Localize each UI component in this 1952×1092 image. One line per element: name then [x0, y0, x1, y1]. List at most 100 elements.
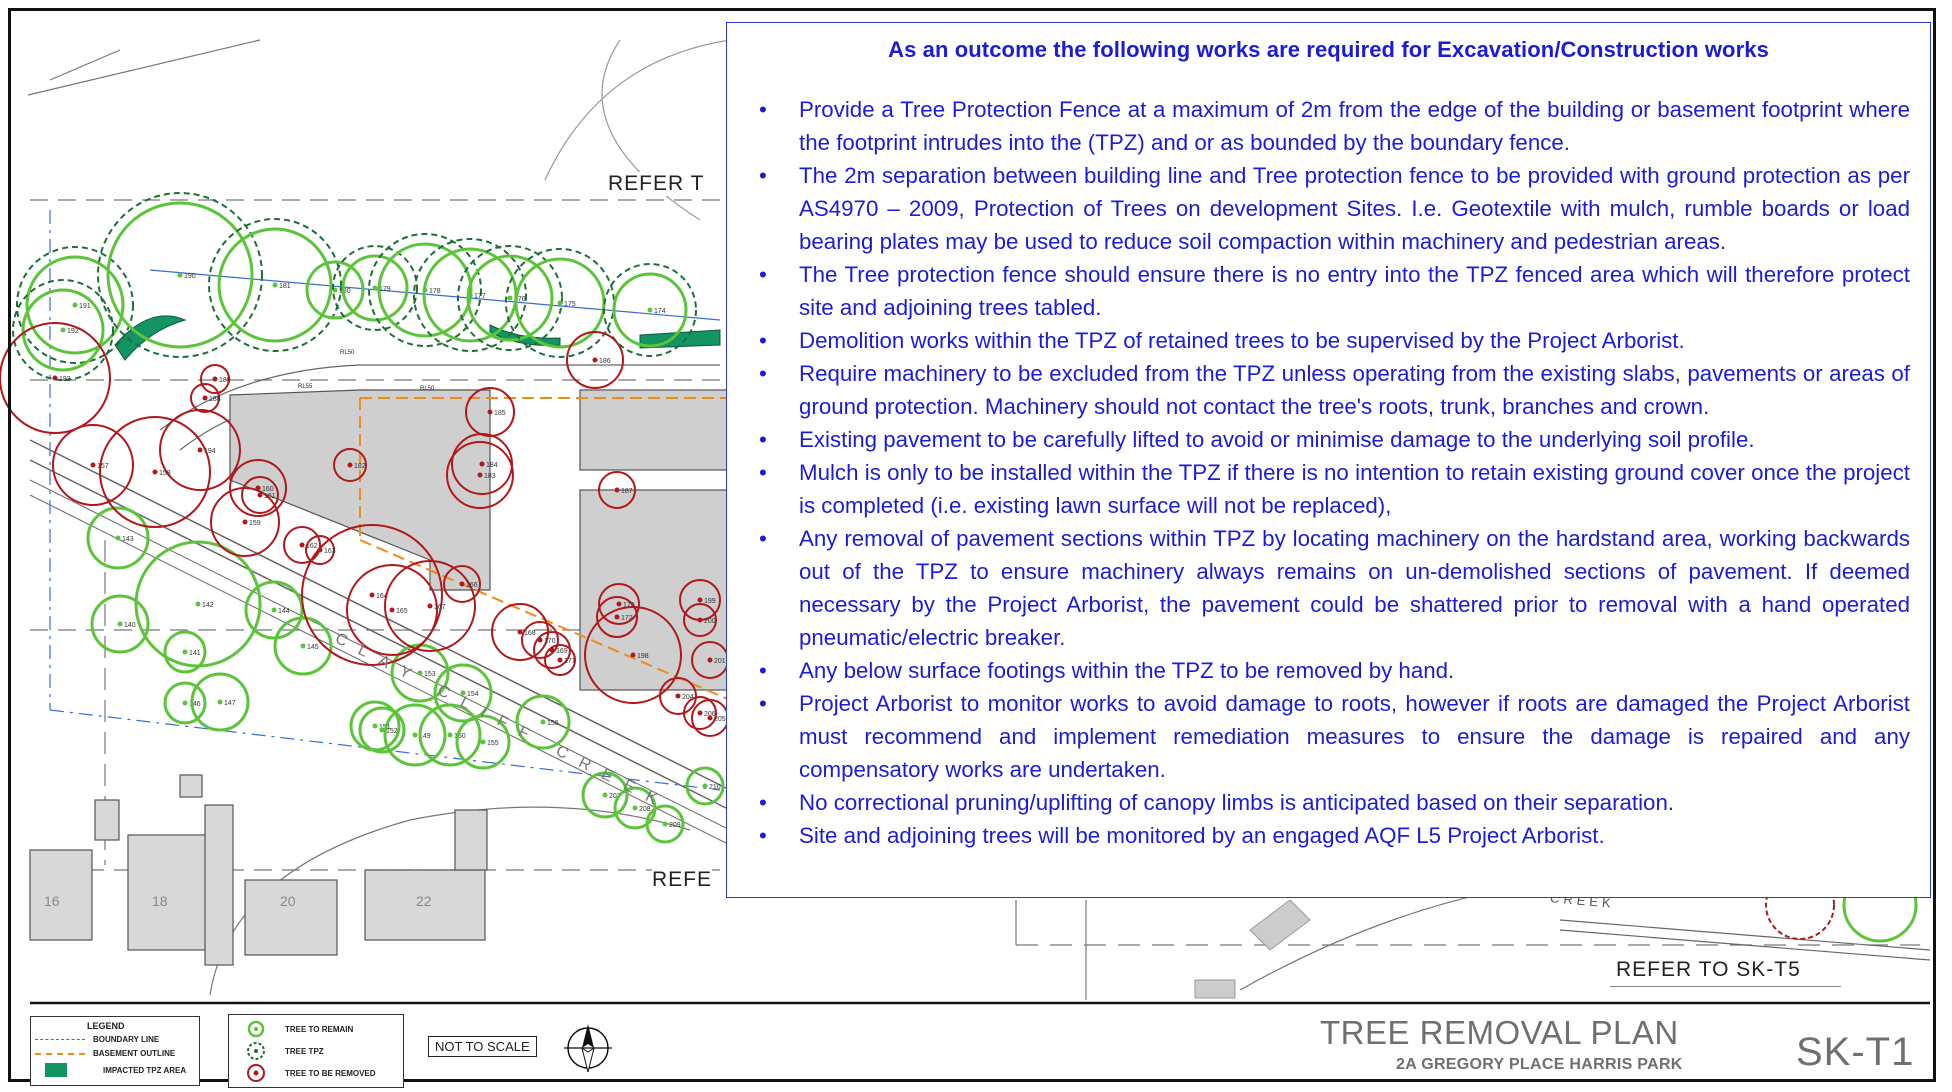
tree-trunk-dot — [182, 700, 188, 706]
buildings — [29, 389, 731, 966]
tree-number: 198 — [637, 653, 649, 660]
tree-trunk-dot — [647, 307, 653, 313]
tree-trunk-dot — [272, 282, 278, 288]
tree-trunk-dot — [662, 821, 668, 827]
existing-building — [579, 389, 731, 471]
tree-number: 175 — [564, 301, 576, 308]
tree-number: 144 — [278, 608, 290, 615]
notes-list: Provide a Tree Protection Fence at a max… — [745, 93, 1910, 852]
tree-to-remain: 142 — [134, 540, 262, 668]
tree-trunk-dot — [459, 581, 465, 587]
tree-canopy — [466, 254, 554, 342]
neighbour-house — [204, 804, 234, 966]
tree-to-remain: 154 — [433, 663, 493, 723]
tree-to-be-removed: 182 — [333, 448, 367, 482]
ground-hatch — [1194, 979, 1236, 999]
tree-tpz-icon — [247, 1042, 265, 1060]
tree-number: 142 — [202, 602, 214, 609]
rl-label: RL55 — [298, 384, 313, 390]
rl-label: RL50 — [340, 350, 355, 356]
tree-number: 180 — [339, 288, 351, 295]
tree-number: 166 — [466, 582, 478, 589]
tree-trunk-dot — [707, 715, 713, 721]
tree-canopy-removed — [598, 471, 636, 509]
tree-number: 147 — [224, 700, 236, 707]
tree-trunk-dot — [197, 447, 203, 453]
tree-canopy-removed — [52, 424, 134, 506]
tree-canopy — [383, 703, 447, 767]
tree-number: 177 — [474, 293, 486, 300]
tree-number: 174 — [654, 308, 666, 315]
tree-trunk-dot — [90, 462, 96, 468]
basement-outline-swatch — [35, 1052, 85, 1055]
tree-trunk-dot — [427, 603, 433, 609]
tree-number: 153 — [424, 671, 436, 678]
tree-canopy-removed — [333, 448, 367, 482]
lot-number: 20 — [280, 893, 296, 909]
north-arrow-icon — [564, 1024, 612, 1073]
tree-trunk-dot — [152, 469, 158, 475]
tree-canopy-removed — [683, 696, 717, 730]
tree-to-remain: 141 — [163, 630, 207, 674]
tree-to-remain: 192 — [12, 279, 114, 381]
not-to-scale-note: NOT TO SCALE — [428, 1036, 537, 1057]
tree-number: 194 — [204, 448, 216, 455]
tree-to-be-removed: 200 — [683, 603, 717, 637]
tree-number: 163 — [324, 548, 336, 555]
tree-number: 183 — [484, 473, 496, 480]
tree-number: 155 — [487, 740, 499, 747]
notes-heading: As an outcome the following works are re… — [888, 37, 1769, 62]
tree-canopy — [612, 272, 688, 348]
tree-trunk-dot — [52, 375, 58, 381]
tree-canopy — [433, 663, 493, 723]
tree-to-be-removed: 193 — [0, 322, 111, 434]
rl-label: RL50 — [420, 386, 435, 392]
tree-canopy-removed — [446, 441, 514, 509]
construction-works-notes: As an outcome the following works are re… — [726, 22, 1931, 898]
tree-to-remain: 176 — [457, 245, 563, 351]
tree-number: 146 — [189, 701, 201, 708]
tree-to-remain: 144 — [244, 580, 304, 640]
tree-trunk-dot — [347, 462, 353, 468]
tree-to-be-removed: 166 — [443, 565, 481, 603]
tree-to-be-removed: 171 — [544, 644, 576, 676]
tree-trunk-dot — [477, 472, 483, 478]
tree-trunk-dot — [537, 637, 543, 643]
tree-to-remain: 146 — [163, 681, 207, 725]
tree-canopy-removed — [544, 644, 576, 676]
tree-canopy — [645, 804, 685, 844]
tree-trunk-dot — [675, 693, 681, 699]
tree-number: 207 — [609, 793, 621, 800]
tree-tpz-ring — [413, 238, 527, 352]
tree-canopy — [418, 703, 482, 767]
tree-to-be-removed: 158 — [99, 416, 211, 528]
tree-number: 158 — [159, 470, 171, 477]
tree-canopy — [581, 771, 629, 819]
tree-trunk-dot — [592, 357, 598, 363]
tree-number: 140 — [124, 622, 136, 629]
tree-canopy-removed — [0, 322, 111, 434]
tree-trunk-dot — [616, 601, 622, 607]
tree-trunk-dot — [372, 723, 378, 729]
tree-trunk-dot — [540, 719, 546, 725]
tree-trunk-dot — [697, 617, 703, 623]
tree-number: 210 — [709, 784, 721, 791]
tree-number: 181 — [279, 283, 291, 290]
tree-trunk-dot — [557, 300, 563, 306]
tree-canopy — [25, 255, 125, 355]
tree-number: 162 — [306, 543, 318, 550]
boundary-line-swatch — [35, 1039, 85, 1040]
refer-mid-label: REFE — [652, 868, 713, 892]
tree-trunk-dot — [242, 519, 248, 525]
tree-number: 187 — [621, 488, 633, 495]
drawing-address: 2A GREGORY PLACE HARRIS PARK — [1396, 1056, 1683, 1073]
tree-trunk-dot — [117, 621, 123, 627]
tree-trunk-dot — [412, 732, 418, 738]
tree-trunk-dot — [702, 783, 708, 789]
tree-to-be-removed: 170 — [521, 621, 559, 659]
tree-number: 201 — [714, 658, 726, 665]
tree-canopy — [515, 694, 571, 750]
tree-trunk-dot — [460, 690, 466, 696]
note-item: Project Arborist to monitor works to avo… — [745, 687, 1910, 786]
